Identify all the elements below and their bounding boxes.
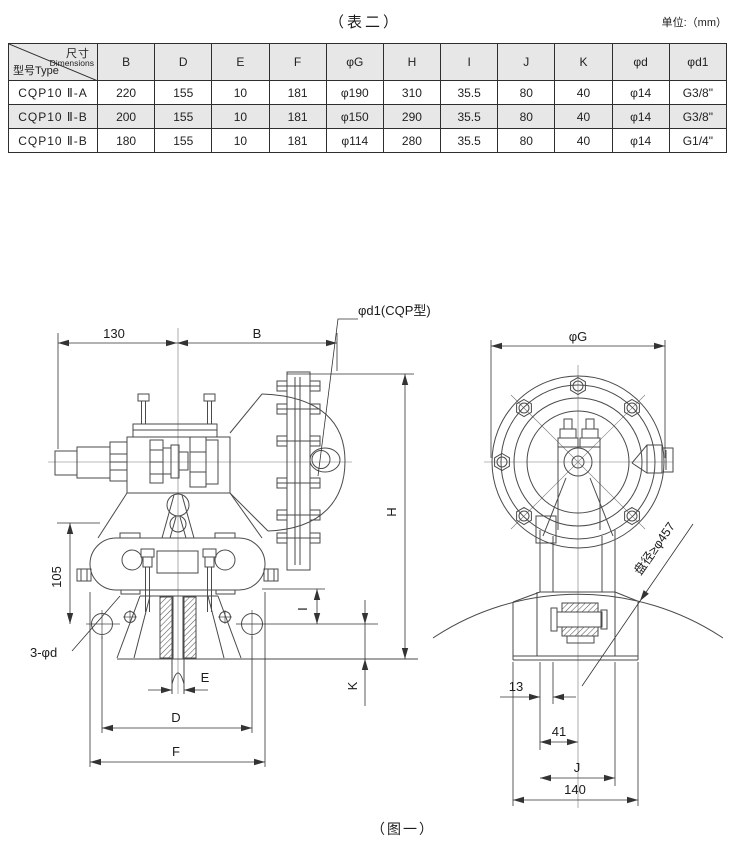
cell: 180: [96, 128, 156, 153]
table-header-row: 尺寸 Dimensions 型号Type B D E F φG H I J K …: [8, 43, 728, 81]
corner-label-dimensions-cn: 尺寸: [66, 48, 90, 60]
cell: 200: [96, 104, 156, 129]
port-label: φd1(CQP型): [358, 303, 431, 318]
col-header-E: E: [211, 43, 270, 81]
dim-I-label: I: [295, 607, 310, 611]
pedestal: [97, 492, 263, 539]
shaft: [54, 441, 128, 482]
cell: G3/8": [668, 104, 728, 129]
unit-note: 单位:（mm）: [661, 17, 727, 29]
table-row: CQP10 Ⅱ-A 220 155 10 181 φ190 310 35.5 8…: [8, 80, 728, 105]
holes-label: 3-φd: [30, 645, 57, 660]
cell: 181: [268, 80, 327, 105]
diaphragm-dome: [261, 393, 346, 532]
drum-note: 盘径≥φ457: [631, 519, 678, 577]
side-centerlines: [484, 365, 673, 808]
cell: φ114: [325, 128, 384, 153]
housing: [126, 393, 269, 532]
dim-D-label: D: [171, 710, 180, 725]
front-view-dimensions: 130 B φd1(CQP型) H 105 3-φd I K E: [30, 303, 431, 767]
base-oval: [76, 532, 279, 612]
dim-G-label: φG: [569, 329, 588, 344]
cell: 280: [382, 128, 442, 153]
flange-bolts: [276, 380, 321, 544]
cell: 181: [268, 128, 327, 153]
col-header-F: F: [268, 43, 327, 81]
dim-105-label: 105: [49, 566, 64, 588]
front-view: [48, 328, 418, 694]
cell: 290: [382, 104, 442, 129]
col-header-d1: φd1: [668, 43, 728, 81]
table-row: CQP10 Ⅱ-B 180 155 10 181 φ114 280 35.5 8…: [8, 128, 728, 153]
col-header-G: φG: [325, 43, 384, 81]
col-header-K: K: [554, 43, 613, 81]
col-header-H: H: [382, 43, 442, 81]
brake-arms: [86, 595, 418, 694]
flange-face-bolts: [494, 376, 640, 526]
air-fittings: [557, 418, 601, 448]
dim-140-label: 140: [564, 782, 586, 797]
cell: 10: [211, 128, 270, 153]
cell: 155: [154, 80, 213, 105]
table-title: （表二）: [328, 14, 401, 31]
cell: G1/4": [668, 128, 728, 153]
corner-diagonal: [9, 44, 98, 81]
corner-label-dimensions-en: Dimensions: [49, 58, 94, 68]
brake-pad: [159, 596, 174, 659]
cell: 35.5: [440, 128, 499, 153]
col-header-I: I: [440, 43, 499, 81]
anchor-bolt: [550, 602, 608, 644]
dim-B-label: B: [253, 326, 262, 341]
cell: 80: [497, 128, 556, 153]
cell: 181: [268, 104, 327, 129]
dim-K-label: K: [345, 681, 360, 690]
flange-plate: [276, 371, 341, 571]
corner-label-type: 型号Type: [13, 65, 59, 77]
drum-arc: [432, 593, 724, 639]
model-cell: CQP10 Ⅱ-B: [8, 104, 98, 129]
flange-face: [491, 375, 674, 549]
dim-13-label: 13: [509, 679, 523, 694]
col-header-B: B: [96, 43, 156, 81]
model-cell: CQP10 Ⅱ-B: [8, 128, 98, 153]
drum-leader: [639, 523, 694, 602]
col-header-D: D: [154, 43, 213, 81]
cell: 220: [96, 80, 156, 105]
port-leader: [317, 318, 358, 477]
dim-F-label: F: [172, 744, 180, 759]
dim-E-label: E: [201, 670, 210, 685]
spring-posts: [140, 548, 217, 612]
col-header-J: J: [497, 43, 556, 81]
side-bracket: [512, 446, 641, 661]
dim-H-label: H: [384, 507, 399, 516]
front-centerlines: [48, 328, 352, 694]
side-bolts: [76, 568, 279, 582]
side-view: [432, 365, 724, 808]
dim-41-label: 41: [552, 724, 566, 739]
holes-leader: [71, 595, 121, 652]
cell: G3/8": [668, 80, 728, 105]
air-port: [309, 447, 341, 473]
cell: φ14: [611, 104, 670, 129]
dim-J-label: J: [574, 760, 581, 775]
table-corner-cell: 尺寸 Dimensions 型号Type: [8, 43, 98, 81]
dim-130-label: 130: [103, 326, 125, 341]
brake-pad: [182, 596, 197, 659]
cell: 10: [211, 104, 270, 129]
cell: 35.5: [440, 80, 499, 105]
figure-caption: （图一）: [371, 821, 435, 837]
col-header-d: φd: [611, 43, 670, 81]
dimension-table: 尺寸 Dimensions 型号Type B D E F φG H I J K …: [8, 43, 728, 153]
side-tab: [631, 444, 674, 474]
cell: 40: [554, 128, 613, 153]
cell: φ14: [611, 128, 670, 153]
